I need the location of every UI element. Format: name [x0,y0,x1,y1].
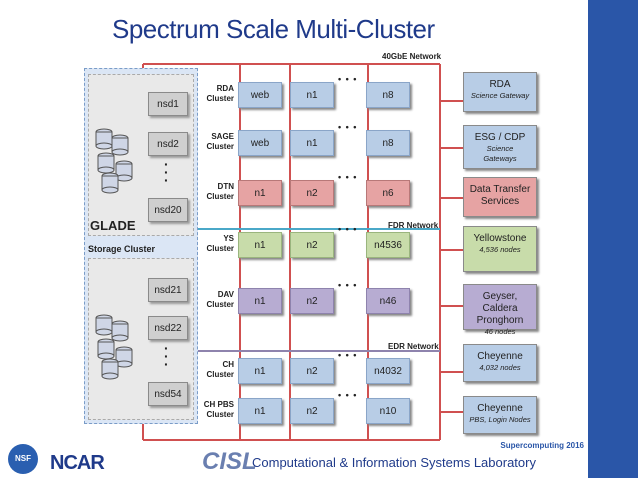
cluster-label: YS Cluster [206,234,234,253]
cluster-label: DAV Cluster [206,290,234,309]
cisl-full-name: Computational & Information Systems Labo… [252,455,536,470]
cluster-node: n4536 [366,232,410,258]
cluster-node: n8 [366,130,410,156]
cluster-node: n1 [238,180,282,206]
fdr-network-label: FDR Network [388,221,439,230]
nsd-node: nsd1 [148,92,188,116]
cluster-node: n4032 [366,358,410,384]
service-box-subtitle: 46 nodes [484,327,516,336]
cluster-label: SAGE Cluster [206,132,234,151]
cluster-node: n6 [366,180,410,206]
service-box-subtitle: Science Gateway [470,91,530,100]
gbe40-network-label: 40GbE Network [382,52,442,61]
service-box-title: RDA [489,79,511,90]
nsd-ellipsis: ··· [164,340,170,372]
cluster-node: n2 [290,358,334,384]
cluster-node: n1 [238,288,282,314]
ncar-logo: NCAR [50,452,105,474]
cluster-node: n10 [366,398,410,424]
service-box-subtitle: 4,032 nodes [479,363,521,372]
service-box-subtitle: PBS, Login Nodes [469,415,531,424]
cluster-node: n1 [290,82,334,108]
node-ellipsis: • • • [338,172,358,182]
node-ellipsis: • • • [338,74,358,84]
nsf-logo: NSF [8,444,38,474]
nsd-node: nsd22 [148,316,188,340]
glade-label: GLADE [90,218,136,233]
cluster-node: n2 [290,288,334,314]
node-ellipsis: • • • [338,224,358,234]
storage-cluster-label: Storage Cluster [88,244,156,254]
cluster-node: web [238,130,282,156]
service-box-title: Cheyenne [477,351,523,362]
cluster-label: DTN Cluster [206,182,234,201]
service-box-title: Cheyenne [477,403,523,414]
cluster-label: CH PBS Cluster [203,400,234,419]
cluster-node: n8 [366,82,410,108]
cluster-node: n1 [238,232,282,258]
node-ellipsis: • • • [338,122,358,132]
cluster-node: n2 [290,180,334,206]
service-box-title: Geyser, Caldera Pronghorn [476,291,524,326]
service-box: Data Transfer Services [463,177,537,217]
service-box-subtitle: 4,536 nodes [479,245,521,254]
nsd-ellipsis: ··· [164,156,170,188]
cluster-node: n1 [290,130,334,156]
cluster-label: RDA Cluster [206,84,234,103]
nsd-node: nsd2 [148,132,188,156]
node-ellipsis: • • • [338,390,358,400]
node-ellipsis: • • • [338,350,358,360]
service-box-title: ESG / CDP [474,132,526,143]
node-ellipsis: • • • [338,280,358,290]
cluster-label: CH Cluster [206,360,234,379]
cluster-node: web [238,82,282,108]
service-box-title: Yellowstone [473,233,527,244]
cluster-node: n46 [366,288,410,314]
disk-stack-icon-bottom [95,314,133,380]
cluster-node: n2 [290,232,334,258]
disk-stack-icon-top [95,128,133,194]
event-label: Supercomputing 2016 [500,441,584,450]
nsd-node: nsd54 [148,382,188,406]
service-box-subtitle: Science Gateways [483,144,517,163]
edr-network-label: EDR Network [388,342,439,351]
cluster-node: n2 [290,398,334,424]
page-title: Spectrum Scale Multi-Cluster [112,14,435,44]
nsd-node: nsd21 [148,278,188,302]
right-accent-bar [588,0,638,478]
nsd-node: nsd20 [148,198,188,222]
ncar-logo-icon [44,446,48,450]
cluster-node: n1 [238,358,282,384]
cluster-node: n1 [238,398,282,424]
cisl-logo: CISL [202,448,257,475]
service-box-title: Data Transfer Services [469,184,531,207]
